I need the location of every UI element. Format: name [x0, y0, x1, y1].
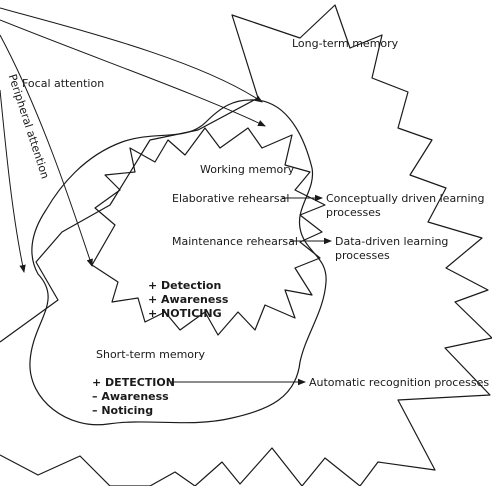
conceptual-learning-label-line2: processes [326, 206, 381, 219]
short-term-memory-boundary [29, 99, 327, 426]
peripheral-attention-arrow [0, 89, 26, 273]
maintenance-rehearsal-label: Maintenance rehearsal [172, 235, 298, 248]
stm-awareness-label: – Awareness [92, 390, 169, 403]
stm-noticing-label: – Noticing [92, 404, 154, 417]
focal-attention-arrow-1 [0, 7, 263, 103]
automatic-recognition-label: Automatic recognition processes [309, 376, 490, 389]
data-driven-learning-label-line1: Data-driven learning [335, 235, 449, 248]
stm-detection-label: + DETECTION [92, 376, 175, 389]
wm-awareness-label: + Awareness [148, 293, 229, 306]
focal-attention-arrow-2 [0, 19, 266, 127]
working-memory-boundary [91, 127, 326, 336]
focal-attention-arrow-3 [0, 34, 93, 267]
focal-attention-label: Focal attention [22, 77, 105, 90]
wm-noticing-label: + NOTICING [148, 307, 222, 320]
working-memory-label: Working memory [200, 163, 295, 176]
data-driven-learning-label-line2: processes [335, 249, 390, 262]
elaborative-rehearsal-label: Elaborative rehearsal [172, 192, 290, 205]
long-term-memory-label: Long-term memory [292, 37, 399, 50]
conceptual-learning-label-line1: Conceptually driven learning [326, 192, 485, 205]
short-term-memory-label: Short-term memory [96, 348, 206, 361]
wm-detection-label: + Detection [148, 279, 222, 292]
